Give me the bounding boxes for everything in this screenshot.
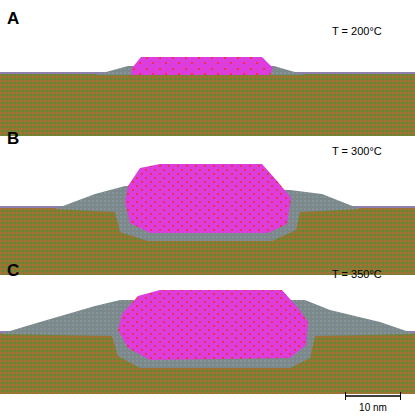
temperature-label: T = 200°C bbox=[332, 25, 382, 37]
scale-tick bbox=[345, 392, 346, 400]
nanoparticle bbox=[118, 290, 308, 360]
scale-bar bbox=[345, 395, 401, 397]
nanoparticle bbox=[125, 164, 291, 233]
temperature-label: T = 350°C bbox=[332, 268, 382, 280]
panel-letter: A bbox=[7, 10, 19, 29]
substrate bbox=[0, 74, 415, 136]
scale-label: 10 nm bbox=[359, 402, 387, 413]
panel-letter: B bbox=[7, 130, 19, 149]
scale-tick bbox=[400, 392, 401, 400]
temperature-label: T = 300°C bbox=[332, 145, 382, 157]
panel-letter: C bbox=[7, 262, 19, 281]
nanoparticle bbox=[131, 57, 273, 75]
